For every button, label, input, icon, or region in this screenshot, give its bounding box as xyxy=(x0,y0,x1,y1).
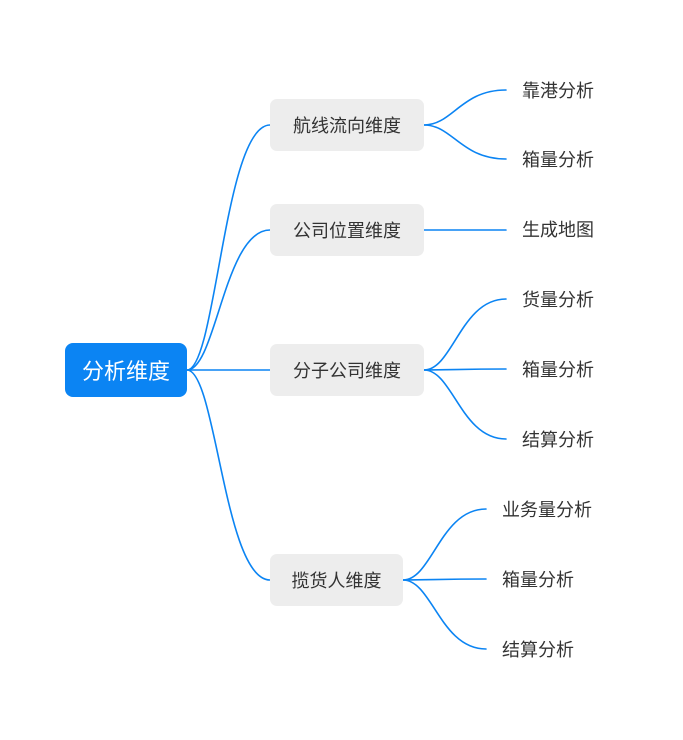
leaf-node-settlement-analysis[interactable]: 结算分析 xyxy=(502,640,574,661)
branch-leaf-connector xyxy=(423,298,507,371)
root-branch-connector xyxy=(186,124,271,371)
branch-leaf-connector xyxy=(402,508,487,581)
branch-leaf-connector xyxy=(402,579,487,650)
branch-leaf-connector xyxy=(423,89,507,126)
branch-node-company-location[interactable]: 公司位置维度 xyxy=(270,204,424,256)
leaf-node-business-volume-analysis[interactable]: 业务量分析 xyxy=(502,500,592,521)
branch-node-salesperson[interactable]: 揽货人维度 xyxy=(270,554,403,606)
branch-leaf-connector xyxy=(423,368,507,371)
branch-leaf-connector xyxy=(423,369,507,440)
leaf-node-cargo-volume-analysis[interactable]: 货量分析 xyxy=(522,290,594,311)
branch-leaf-connector xyxy=(402,578,487,581)
root-branch-connector xyxy=(186,229,271,371)
branch-node-subsidiary[interactable]: 分子公司维度 xyxy=(270,344,424,396)
leaf-node-container-volume-analysis[interactable]: 箱量分析 xyxy=(502,570,574,591)
leaf-node-settlement-analysis[interactable]: 结算分析 xyxy=(522,430,594,451)
leaf-node-generate-map[interactable]: 生成地图 xyxy=(522,220,594,241)
branch-leaf-connector xyxy=(423,124,507,160)
leaf-node-container-volume-analysis[interactable]: 箱量分析 xyxy=(522,150,594,171)
root-node[interactable]: 分析维度 xyxy=(65,343,187,397)
root-branch-connector xyxy=(186,369,271,581)
leaf-node-port-call-analysis[interactable]: 靠港分析 xyxy=(522,81,594,102)
leaf-node-container-volume-analysis[interactable]: 箱量分析 xyxy=(522,360,594,381)
branch-node-route-direction[interactable]: 航线流向维度 xyxy=(270,99,424,151)
